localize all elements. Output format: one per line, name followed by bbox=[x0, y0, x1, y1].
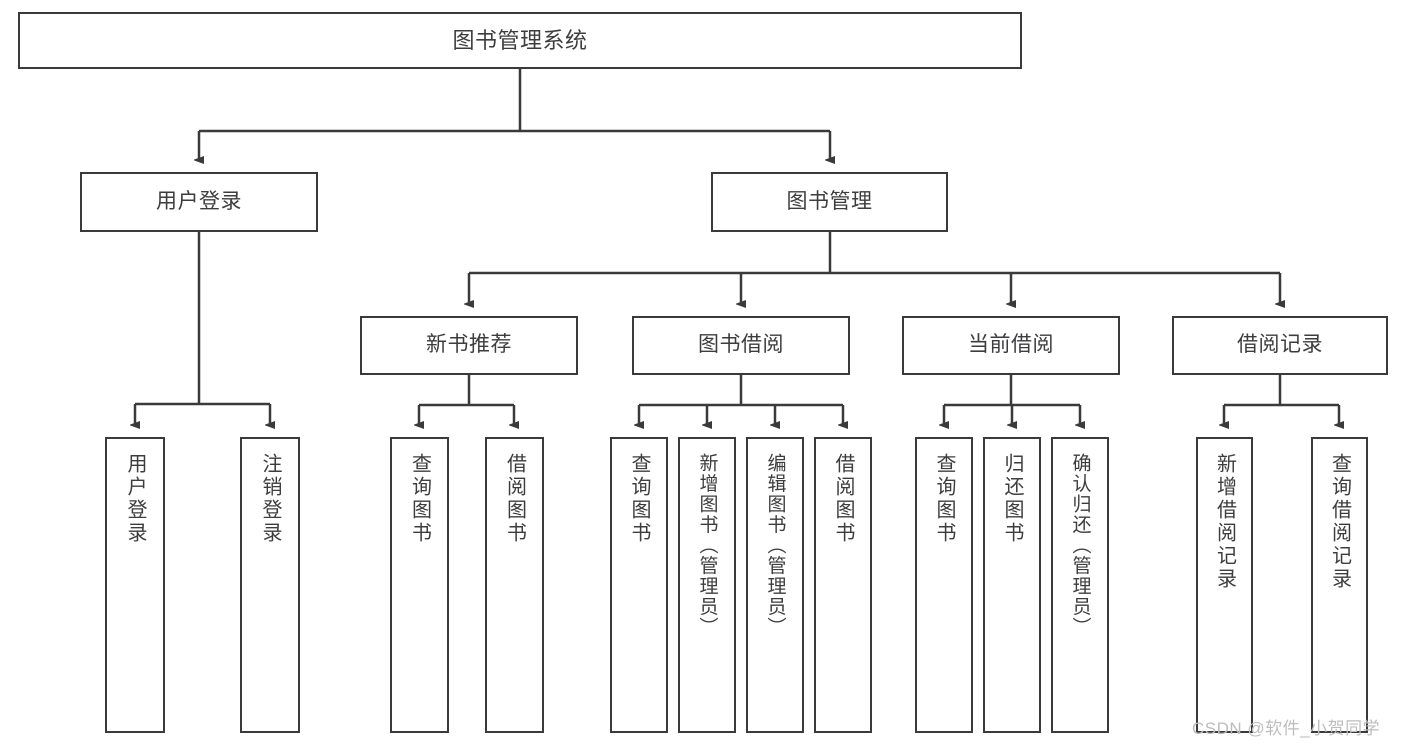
node-leaf-borrow-book-2-label: 借阅图书 bbox=[832, 453, 854, 545]
node-new-book-recommend[interactable]: 新书推荐 bbox=[360, 316, 578, 375]
node-book-borrow-label: 图书借阅 bbox=[698, 333, 784, 357]
node-leaf-borrow-book-1-label: 借阅图书 bbox=[503, 453, 526, 545]
node-leaf-confirm-return-label: 确认归还（管理员） bbox=[1069, 453, 1091, 638]
node-leaf-borrow-book-2[interactable]: 借阅图书 bbox=[814, 437, 872, 733]
node-borrow-record[interactable]: 借阅记录 bbox=[1172, 316, 1388, 375]
node-leaf-edit-book-label: 编辑图书（管理员） bbox=[764, 453, 786, 638]
node-leaf-return-book[interactable]: 归还图书 bbox=[983, 437, 1041, 733]
node-leaf-add-book[interactable]: 新增图书（管理员） bbox=[678, 437, 736, 733]
node-user-login-label: 用户登录 bbox=[156, 189, 242, 213]
node-current-borrow-label: 当前借阅 bbox=[968, 333, 1054, 357]
node-leaf-query-book-3[interactable]: 查询图书 bbox=[915, 437, 973, 733]
node-user-login[interactable]: 用户登录 bbox=[80, 172, 318, 232]
node-borrow-record-label: 借阅记录 bbox=[1237, 333, 1323, 357]
node-leaf-edit-book[interactable]: 编辑图书（管理员） bbox=[746, 437, 804, 733]
node-leaf-confirm-return[interactable]: 确认归还（管理员） bbox=[1051, 437, 1109, 733]
node-current-borrow[interactable]: 当前借阅 bbox=[902, 316, 1120, 375]
node-leaf-query-book-3-label: 查询图书 bbox=[933, 453, 955, 545]
node-leaf-user-login[interactable]: 用户登录 bbox=[105, 437, 165, 733]
node-leaf-query-book-1-label: 查询图书 bbox=[408, 453, 431, 545]
csdn-watermark: CSDN @软件_小贺同学 bbox=[1192, 719, 1381, 738]
node-leaf-user-logout[interactable]: 注销登录 bbox=[240, 437, 300, 733]
node-book-manage[interactable]: 图书管理 bbox=[711, 172, 948, 232]
node-leaf-query-book-2[interactable]: 查询图书 bbox=[610, 437, 668, 733]
node-root-label: 图书管理系统 bbox=[452, 27, 588, 53]
node-leaf-query-record[interactable]: 查询借阅记录 bbox=[1311, 437, 1368, 733]
node-leaf-query-book-1[interactable]: 查询图书 bbox=[390, 437, 449, 733]
node-leaf-return-book-label: 归还图书 bbox=[1001, 453, 1023, 545]
node-leaf-borrow-book-1[interactable]: 借阅图书 bbox=[485, 437, 544, 733]
node-book-manage-label: 图书管理 bbox=[786, 189, 873, 213]
node-leaf-query-record-label: 查询借阅记录 bbox=[1328, 453, 1351, 591]
node-root[interactable]: 图书管理系统 bbox=[18, 12, 1022, 69]
node-leaf-add-record-label: 新增借阅记录 bbox=[1213, 453, 1236, 591]
node-new-book-recommend-label: 新书推荐 bbox=[426, 333, 512, 357]
node-leaf-add-book-label: 新增图书（管理员） bbox=[696, 453, 718, 638]
node-leaf-query-book-2-label: 查询图书 bbox=[628, 453, 650, 545]
node-leaf-user-logout-label: 注销登录 bbox=[259, 453, 281, 545]
node-book-borrow[interactable]: 图书借阅 bbox=[632, 316, 850, 375]
node-leaf-add-record[interactable]: 新增借阅记录 bbox=[1196, 437, 1253, 733]
node-leaf-user-login-label: 用户登录 bbox=[124, 453, 146, 545]
